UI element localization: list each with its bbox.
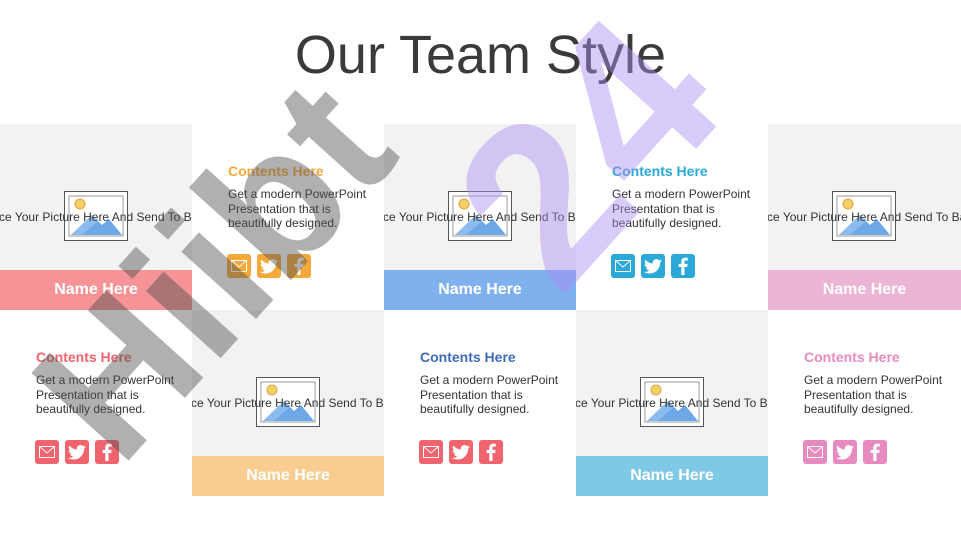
social-icons xyxy=(419,440,503,464)
picture-placeholder-icon xyxy=(640,377,704,427)
picture-placeholder-icon xyxy=(448,191,512,241)
twitter-icon[interactable] xyxy=(833,440,857,464)
member-info-2: Contents Here Get a modern PowerPoint Pr… xyxy=(576,124,768,310)
picture-placeholder-text: Place Your Picture Here And Send To Back xyxy=(768,210,961,224)
facebook-icon[interactable] xyxy=(863,440,887,464)
picture-placeholder-text: Place Your Picture Here And Send To Back xyxy=(0,210,192,224)
member-description: Get a modern PowerPoint Presentation tha… xyxy=(804,373,943,417)
social-icons xyxy=(227,254,311,278)
twitter-icon[interactable] xyxy=(449,440,473,464)
facebook-icon[interactable] xyxy=(671,254,695,278)
member-description: Get a modern PowerPoint Presentation tha… xyxy=(36,373,175,417)
email-icon[interactable] xyxy=(803,440,827,464)
picture-placeholder-text: Place Your Picture Here And Send To Back xyxy=(576,396,768,410)
email-icon[interactable] xyxy=(35,440,59,464)
member-name-bar: Name Here xyxy=(576,456,768,496)
member-info-3: Contents Here Get a modern PowerPoint Pr… xyxy=(0,310,192,496)
member-name-bar: Name Here xyxy=(768,270,961,310)
twitter-icon[interactable] xyxy=(641,254,665,278)
team-photo-2[interactable]: Place Your Picture Here And Send To Back… xyxy=(384,124,576,310)
social-icons xyxy=(35,440,119,464)
social-icons xyxy=(611,254,695,278)
email-icon[interactable] xyxy=(611,254,635,278)
member-description: Get a modern PowerPoint Presentation tha… xyxy=(420,373,559,417)
picture-placeholder-icon xyxy=(64,191,128,241)
member-name-bar: Name Here xyxy=(384,270,576,310)
picture-placeholder-text: Place Your Picture Here And Send To Back xyxy=(384,210,576,224)
member-heading: Contents Here xyxy=(228,163,324,179)
facebook-icon[interactable] xyxy=(479,440,503,464)
facebook-icon[interactable] xyxy=(287,254,311,278)
member-name-bar: Name Here xyxy=(192,456,384,496)
picture-placeholder-icon xyxy=(832,191,896,241)
page-title: Our Team Style xyxy=(294,25,667,85)
member-heading: Contents Here xyxy=(804,349,900,365)
twitter-icon[interactable] xyxy=(65,440,89,464)
member-heading: Contents Here xyxy=(36,349,132,365)
social-icons xyxy=(803,440,887,464)
team-photo-1[interactable]: Place Your Picture Here And Send To Back… xyxy=(0,124,192,310)
member-name-bar: Name Here xyxy=(0,270,192,310)
facebook-icon[interactable] xyxy=(95,440,119,464)
team-photo-4[interactable]: Place Your Picture Here And Send To Back… xyxy=(192,310,384,496)
email-icon[interactable] xyxy=(419,440,443,464)
team-photo-3[interactable]: Place Your Picture Here And Send To Back… xyxy=(768,124,961,310)
twitter-icon[interactable] xyxy=(257,254,281,278)
member-heading: Contents Here xyxy=(420,349,516,365)
picture-placeholder-text: Place Your Picture Here And Send To Back xyxy=(192,396,384,410)
member-info-4: Contents Here Get a modern PowerPoint Pr… xyxy=(384,310,576,496)
member-info-1: Contents Here Get a modern PowerPoint Pr… xyxy=(192,124,384,310)
member-info-5: Contents Here Get a modern PowerPoint Pr… xyxy=(768,310,961,496)
member-description: Get a modern PowerPoint Presentation tha… xyxy=(228,187,367,231)
email-icon[interactable] xyxy=(227,254,251,278)
picture-placeholder-icon xyxy=(256,377,320,427)
team-photo-5[interactable]: Place Your Picture Here And Send To Back… xyxy=(576,310,768,496)
member-description: Get a modern PowerPoint Presentation tha… xyxy=(612,187,751,231)
member-heading: Contents Here xyxy=(612,163,708,179)
